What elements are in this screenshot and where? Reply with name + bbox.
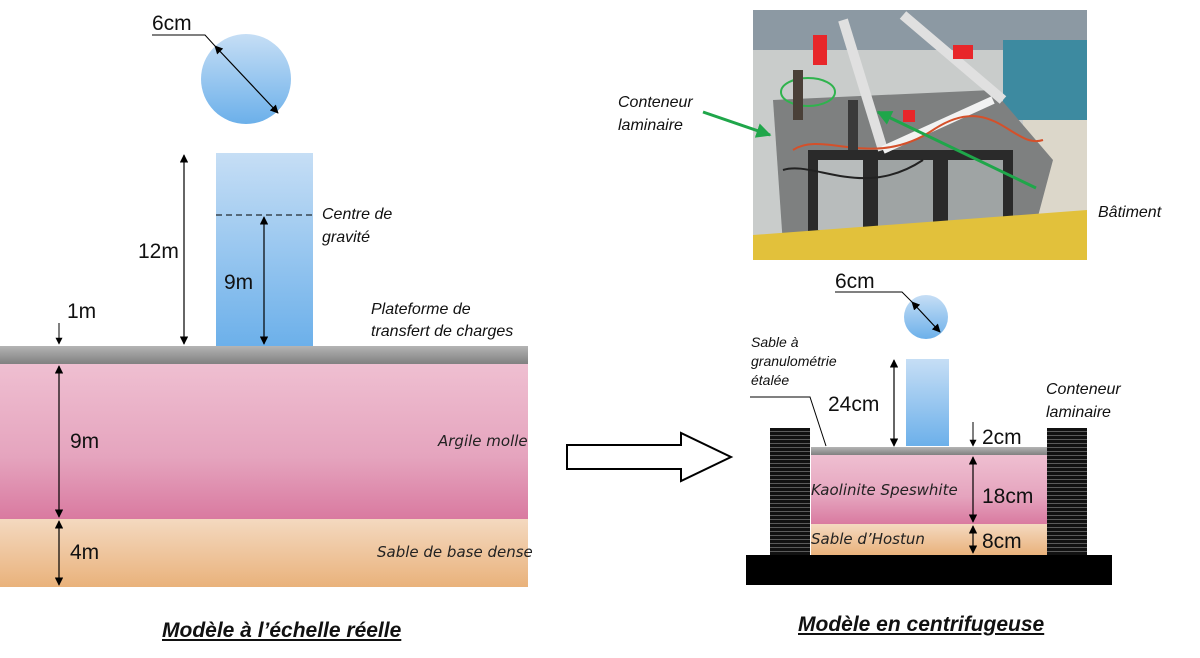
full-scale-model [0, 34, 528, 587]
centrifuge-title: Modèle en centrifugeuse [798, 613, 1045, 636]
platform-label-leader [750, 396, 827, 447]
centrifuge-clay-label: Kaolinite Speswhite [811, 481, 958, 499]
centrifuge-photo [753, 10, 1087, 260]
centrifuge-sand-label: Sable d’Hostun [811, 530, 925, 548]
full-scale-sphere-diameter-label: 6cm [152, 12, 192, 35]
centrifuge-sand-layer [811, 524, 1047, 555]
photo-illustration [753, 10, 1087, 260]
cog-height-label: 9m [224, 271, 254, 294]
centrifuge-platform-label-line1: Sable à [751, 334, 799, 350]
photo-container-label-line1: Conteneur [618, 94, 693, 111]
photo-building-label: Bâtiment [1098, 204, 1162, 221]
full-scale-title: Modèle à l’échelle réelle [162, 619, 402, 642]
full-scale-sphere-diameter-arrow [214, 45, 279, 114]
container-base [746, 555, 1112, 585]
sand-layer-label: Sable de base dense [377, 543, 533, 561]
full-scale-platform [0, 346, 528, 364]
centrifuge-platform [811, 447, 1047, 455]
centrifuge-building [906, 359, 949, 446]
full-scale-clay-layer [0, 364, 528, 519]
centrifuge-sand-thickness-label: 8cm [982, 530, 1022, 553]
platform-thickness-label: 1m [67, 300, 97, 323]
centrifuge-building-height-label: 24cm [828, 393, 880, 416]
platform-label-line2: transfert de charges [371, 323, 514, 340]
container-wall-right [1047, 428, 1087, 556]
centrifuge-sphere-diameter-arrow [911, 301, 941, 333]
centrifuge-model [746, 291, 1112, 585]
clay-thickness-label: 9m [70, 430, 100, 453]
cog-label-line1: Centre de [322, 206, 393, 223]
photo-container-label-line2: laminaire [618, 117, 683, 134]
centrifuge-platform-label-line2: granulométrie [751, 353, 837, 369]
full-scale-sphere-leader [152, 34, 216, 47]
platform-label-line1: Plateforme de [371, 301, 471, 318]
full-scale-sand-layer [0, 519, 528, 587]
centrifuge-clay-layer [811, 455, 1047, 524]
transition-arrow [566, 431, 734, 483]
centrifuge-clay-thickness-label: 18cm [982, 485, 1034, 508]
centrifuge-sphere-diameter-label: 6cm [835, 270, 875, 293]
sand-thickness-label: 4m [70, 541, 100, 564]
centrifuge-platform-label-line3: étalée [751, 372, 790, 388]
cog-label-line2: gravité [322, 229, 371, 246]
clay-layer-label: Argile molle [438, 432, 528, 450]
building-height-label: 12m [138, 240, 179, 263]
centrifuge-platform-thickness-label: 2cm [982, 426, 1022, 449]
container-label-line2: laminaire [1046, 404, 1111, 421]
container-label-line1: Conteneur [1046, 381, 1121, 398]
container-wall-left [770, 428, 810, 556]
centrifuge-sphere-leader [835, 291, 913, 303]
